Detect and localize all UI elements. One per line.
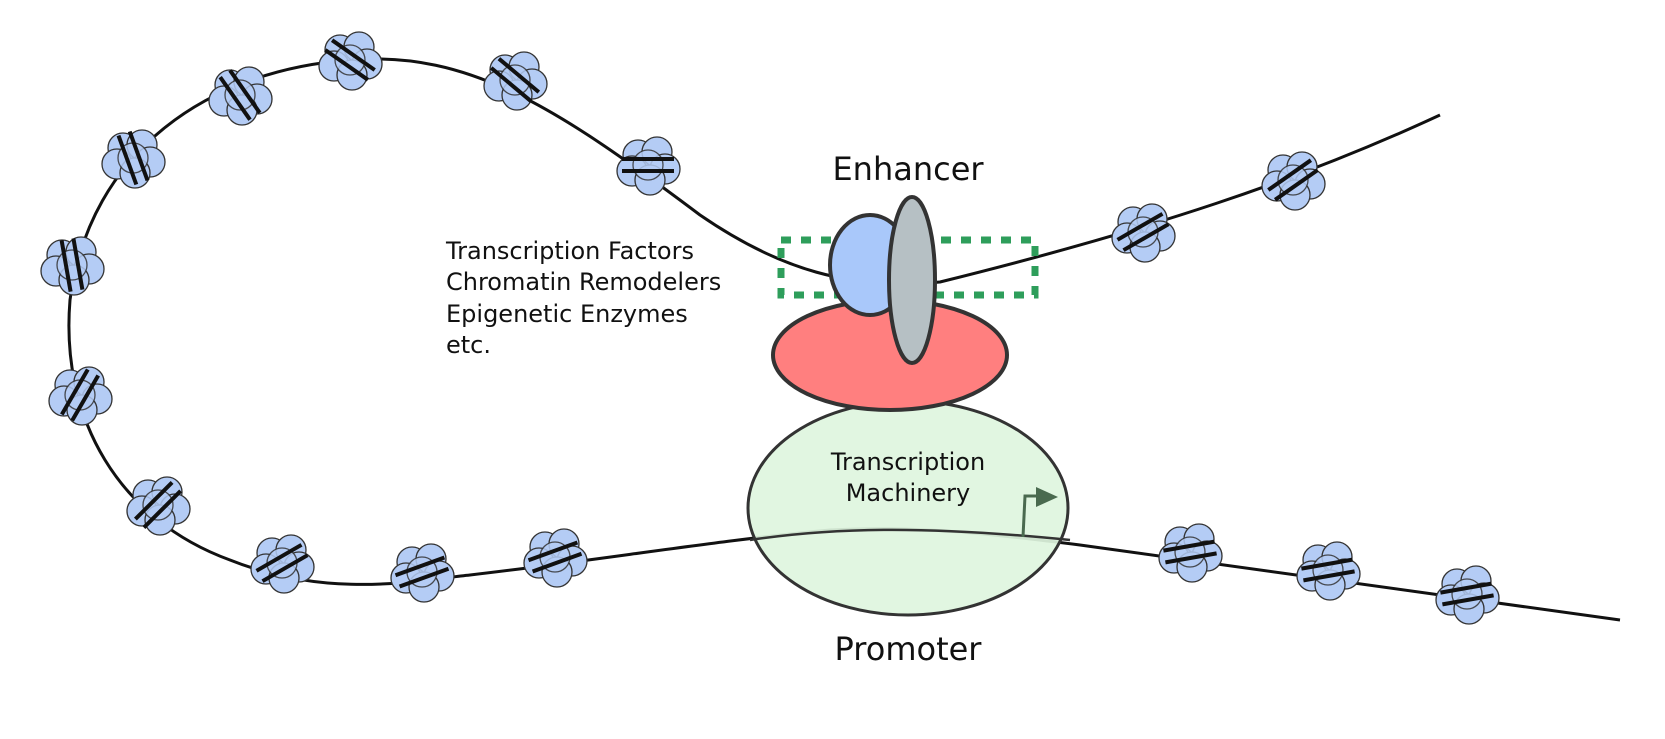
nucleosome-cluster-icon — [483, 51, 548, 111]
dna-wrap-line — [527, 540, 579, 563]
dna-wrap-line — [133, 480, 174, 521]
transcription-start-arrow-icon — [1021, 487, 1058, 538]
dna-wrap-line — [1273, 168, 1319, 202]
transcription-machinery-complex — [746, 399, 1070, 617]
dna-wrap-line — [1301, 557, 1353, 571]
machinery-label-line-2: Machinery — [846, 479, 971, 507]
dna-wrap-line — [127, 130, 150, 182]
factors-list-item: Epigenetic Enzymes — [446, 300, 688, 328]
nucleosome-cluster-icon — [1296, 541, 1361, 601]
dna-wrap-line — [497, 57, 541, 94]
promoter-label: Promoter — [835, 630, 983, 668]
machinery-label-line-1: Transcription — [830, 448, 985, 476]
nucleosome-cluster-icon — [390, 543, 455, 603]
dna-wrap-line — [531, 551, 583, 574]
dna-wrap-line — [261, 553, 309, 583]
nucleosome-cluster-icon — [1261, 151, 1326, 211]
dna-wrap-line — [1116, 212, 1164, 242]
dna-wrap-line — [1165, 551, 1217, 565]
factors-list: Transcription Factors Chromatin Remodele… — [445, 237, 721, 359]
dna-wrap-line — [142, 489, 183, 530]
dna-wrap-line — [1442, 593, 1494, 607]
dna-wrap-line — [255, 543, 303, 573]
factors-list-item: Transcription Factors — [445, 237, 694, 265]
nucleosome-cluster-icon — [48, 366, 113, 426]
nucleosome-cluster-icon — [1435, 565, 1500, 625]
enhancer-label: Enhancer — [832, 150, 984, 188]
dna-wrap-line — [324, 48, 370, 82]
nucleosome-cluster-icon — [101, 129, 166, 189]
factors-list-item: etc. — [446, 331, 491, 359]
nucleosome-cluster-icon — [250, 534, 315, 594]
dna-wrap-line — [394, 555, 446, 578]
dna-wrap-line — [398, 566, 450, 589]
chromatin-remodeler-grey — [887, 195, 937, 365]
dna-wrap-line — [59, 240, 73, 292]
dna-wrap-line — [60, 368, 90, 416]
dna-wrap-line — [71, 238, 85, 290]
dna-wrap-line — [1122, 222, 1170, 252]
dna-wrap-line — [228, 69, 262, 115]
dna-wrap-line — [1267, 158, 1313, 192]
dna-wrap-line — [1440, 581, 1492, 595]
nucleosome-cluster-icon — [40, 236, 105, 296]
dna-wrap-line — [330, 38, 376, 72]
dna-wrap-line — [116, 134, 139, 186]
dna-wrap-line — [218, 75, 252, 121]
dna-wrap-line — [489, 66, 533, 103]
dna-wrap-line — [70, 374, 100, 422]
nucleosome-cluster-icon — [1111, 203, 1176, 263]
nucleosome-cluster-icon — [616, 136, 681, 196]
nucleosome-cluster-icon — [208, 66, 273, 126]
nucleosome-cluster-icon — [318, 31, 383, 91]
dna-wrap-line — [1303, 569, 1355, 583]
nucleosome-cluster-icon — [1158, 523, 1223, 583]
dna-wrap-line — [1163, 539, 1215, 553]
dna-strand-through-promoter — [749, 528, 1071, 542]
nucleosome-cluster-icon — [523, 528, 588, 588]
nucleosome-cluster-icon — [126, 476, 191, 536]
nucleosome-group — [40, 31, 1500, 625]
factors-list-item: Chromatin Remodelers — [446, 268, 721, 296]
